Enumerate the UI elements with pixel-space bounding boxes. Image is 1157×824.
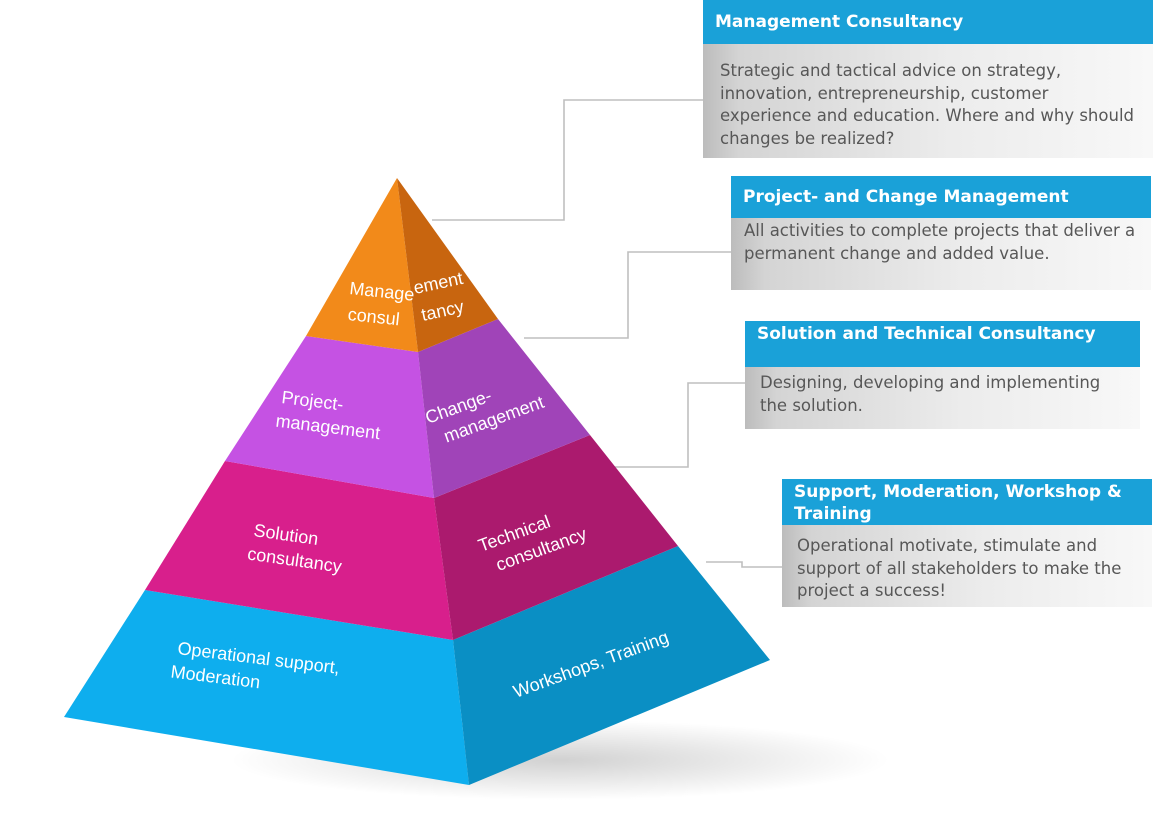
pyramid-level-3-right-face (434, 435, 678, 640)
connector-lines (432, 99, 782, 568)
connector-line-management (432, 99, 703, 221)
connector-line-solution (612, 382, 745, 468)
pyramid-level-2-left-face (225, 336, 434, 498)
callout-management-consultancy: Management Consultancy Strategic and tac… (703, 0, 1153, 158)
callout-description: All activities to complete projects that… (731, 218, 1151, 290)
callout-solution-technical-consultancy: Solution and Technical Consultancy Desig… (745, 321, 1140, 429)
pyramid-level-4-right-face (453, 546, 770, 785)
callout-title: Support, Moderation, Workshop & Training (782, 479, 1152, 525)
pyramid-level-4-left-face (64, 590, 469, 785)
callout-support-moderation-workshop-training: Support, Moderation, Workshop & Training… (782, 479, 1152, 607)
callout-description: Strategic and tactical advice on strateg… (703, 44, 1153, 158)
callout-title: Management Consultancy (703, 0, 1153, 44)
pyramid-level-2-right-face (418, 319, 590, 498)
pyramid-level-1-left-face (306, 178, 418, 352)
callout-description: Operational motivate, stimulate and supp… (782, 525, 1152, 607)
callout-project-change-management: Project- and Change Management All activ… (731, 176, 1151, 290)
connector-line-support (706, 561, 782, 568)
connector-line-project (524, 251, 731, 339)
callout-title: Project- and Change Management (731, 176, 1151, 218)
pyramid-level-1-right-face (397, 178, 498, 352)
callout-description: Designing, developing and implementing t… (745, 367, 1140, 429)
pyramid-level-3-left-face (145, 461, 453, 640)
callout-title: Solution and Technical Consultancy (745, 321, 1140, 367)
